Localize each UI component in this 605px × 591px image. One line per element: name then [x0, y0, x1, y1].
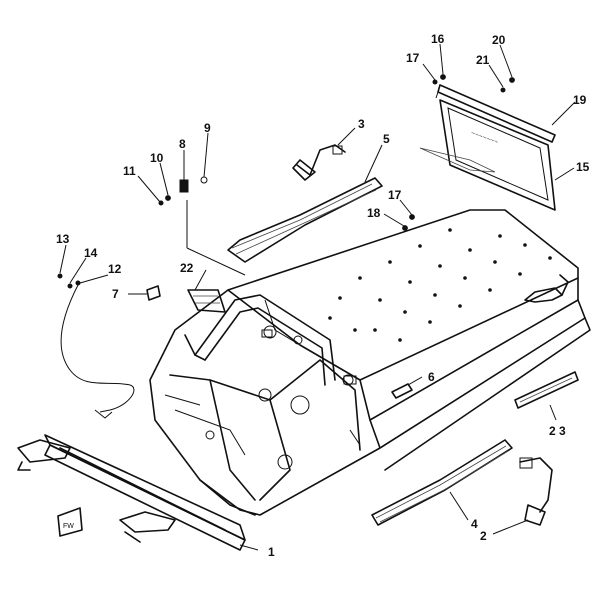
front-cross-rail: [17, 284, 246, 551]
callout-9: 9: [204, 121, 211, 135]
small-parts: FW: [57, 74, 515, 537]
callout-16: 16: [431, 32, 445, 46]
callout-17-top: 17: [406, 51, 420, 65]
callout-11: 11: [123, 164, 136, 178]
callout-6: 6: [428, 370, 435, 384]
callout-4: 4: [471, 517, 478, 531]
callout-7: 7: [112, 287, 119, 301]
callout-5: 5: [383, 132, 390, 146]
step-bracket-lower: [519, 457, 553, 526]
svg-text:FW: FW: [63, 523, 74, 530]
footrest-lower: [371, 439, 513, 526]
callout-19: 19: [573, 93, 587, 107]
callout-1: 1: [268, 545, 275, 559]
callout-18: 18: [367, 206, 381, 220]
decal-strip: [514, 371, 579, 409]
callout-22: 22: [180, 261, 194, 275]
footrest-upper: [227, 177, 383, 263]
leader-lines: [59, 43, 576, 551]
callout-12: 12: [108, 262, 122, 276]
flap-bracket: [435, 84, 556, 143]
callout-2: 2: [480, 529, 487, 543]
callout-13: 13: [56, 232, 70, 246]
callout-labels: 1 2 3 4 5 6 7 8 9 10 11 12 13 14 15 16 1…: [56, 32, 590, 559]
rear-flap: ~~~~~~~: [419, 99, 556, 211]
callout-8: 8: [179, 137, 186, 151]
callout-3: 3: [358, 117, 365, 131]
callout-15: 15: [576, 160, 590, 174]
chassis-frame: [149, 209, 591, 516]
callout-14: 14: [84, 246, 98, 260]
callout-23: 2 3: [549, 424, 566, 438]
callout-17-right: 17: [388, 188, 402, 202]
svg-text:~~~~~~~: ~~~~~~~: [470, 130, 499, 146]
callout-10: 10: [150, 151, 164, 165]
callout-21: 21: [476, 53, 490, 67]
step-bracket-upper: [292, 144, 346, 181]
callout-20: 20: [492, 33, 506, 47]
